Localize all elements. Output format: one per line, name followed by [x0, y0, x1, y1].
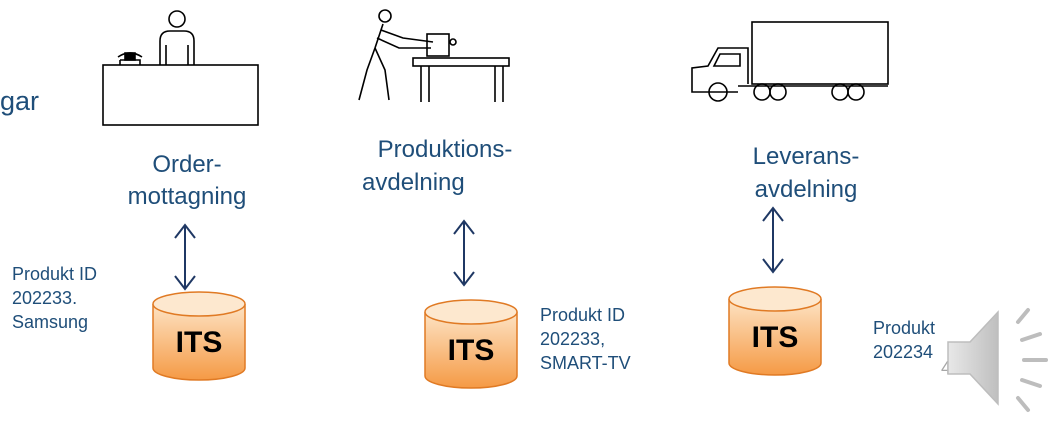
- delivery-truck-icon: [691, 21, 889, 102]
- page-number: 4: [941, 358, 952, 378]
- dept-label-delivery-line2: avdelning: [754, 176, 858, 203]
- double-arrow-icon: [174, 223, 196, 291]
- dept-label-production-line2: avdelning: [362, 169, 465, 196]
- note-line: 202234: [873, 342, 934, 362]
- note-delivery: Produkt 202234: [873, 316, 935, 364]
- speaker-audio-icon[interactable]: [942, 300, 1052, 415]
- its-database: ITS: [151, 290, 247, 382]
- note-line: Produkt: [873, 318, 936, 338]
- dept-label-order-line2: mottagning: [127, 183, 247, 210]
- note-line: Samsung: [12, 312, 89, 332]
- dept-label-delivery-line1: Leverans-: [752, 143, 860, 170]
- order-desk-person-icon: [102, 10, 259, 126]
- double-arrow-icon: [762, 206, 784, 274]
- its-database: ITS: [423, 298, 519, 390]
- heading-fragment: gar: [0, 86, 40, 116]
- its-database: ITS: [727, 285, 823, 377]
- production-worker-icon: [358, 9, 510, 102]
- database-cylinder-icon: [424, 299, 518, 389]
- db-label: ITS: [447, 334, 495, 367]
- note-line: 202233.: [12, 288, 78, 308]
- note-line: Produkt ID: [12, 264, 98, 284]
- dept-label-production-line1: Produktions-: [377, 136, 513, 163]
- note-line: SMART-TV: [540, 353, 631, 373]
- dept-label-order-line1: Order-: [152, 151, 222, 178]
- database-cylinder-icon: [152, 291, 246, 381]
- database-cylinder-icon: [728, 286, 822, 376]
- note-line: Produkt ID: [540, 305, 626, 325]
- note-production: Produkt ID 202233, SMART-TV: [540, 303, 631, 375]
- db-label: ITS: [751, 321, 799, 354]
- double-arrow-icon: [453, 219, 475, 287]
- note-order: Produkt ID 202233. Samsung: [12, 262, 97, 334]
- note-line: 202233,: [540, 329, 606, 349]
- db-label: ITS: [175, 326, 223, 359]
